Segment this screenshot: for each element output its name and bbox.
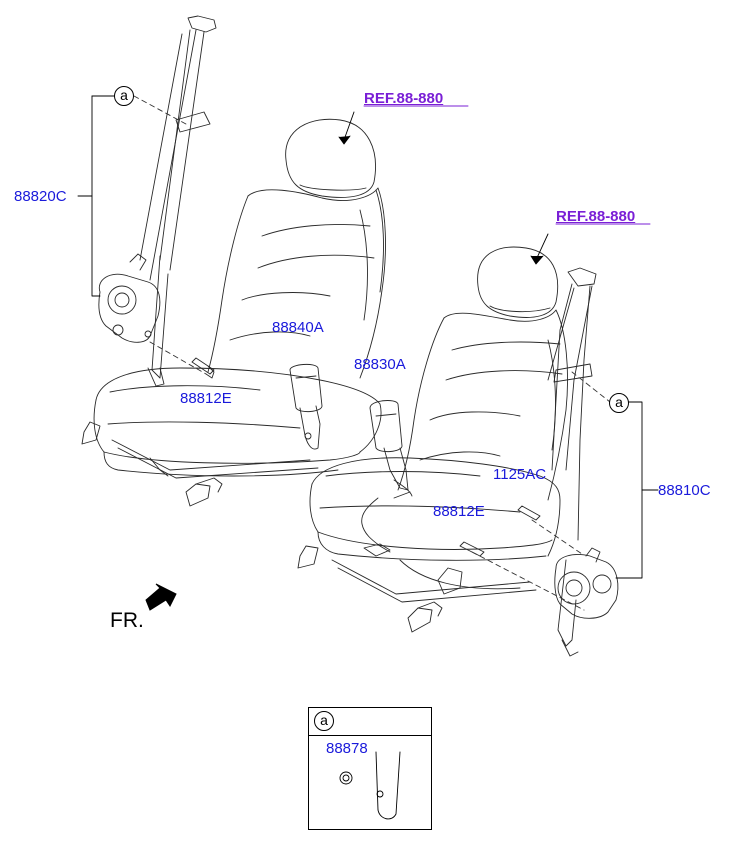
part-label-88840a[interactable]: 88840A: [272, 319, 324, 336]
part-label-88812e-left[interactable]: 88812E: [180, 390, 232, 407]
callout-circle-a-right: a: [609, 393, 629, 413]
part-label-88810c[interactable]: 88810C: [658, 482, 711, 499]
front-indicator-label: FR.: [110, 609, 144, 632]
ref-link-right-seat[interactable]: REF.88-880: [556, 208, 636, 225]
ref-arrow-left: [338, 135, 351, 145]
passenger-seat-drawing: [297, 246, 568, 633]
driver-belt-drawing: [98, 15, 323, 450]
part-label-88812e-right[interactable]: 88812E: [433, 503, 485, 520]
part-label-88820c[interactable]: 88820C: [14, 188, 67, 205]
detail-circle-a: a: [314, 711, 334, 731]
callout-circle-a-left: a: [114, 86, 134, 106]
ref-link-left-seat[interactable]: REF.88-880: [364, 90, 444, 107]
part-label-1125ac[interactable]: 1125AC: [493, 466, 547, 483]
passenger-belt-drawing: [369, 267, 619, 657]
ref-arrow-right: [530, 255, 544, 265]
part-label-88830a[interactable]: 88830A: [354, 356, 406, 373]
detail-box-header: [308, 707, 432, 736]
part-label-88878[interactable]: 88878: [326, 740, 368, 757]
front-arrow-icon: [145, 583, 177, 611]
driver-seat-drawing: [81, 118, 386, 507]
